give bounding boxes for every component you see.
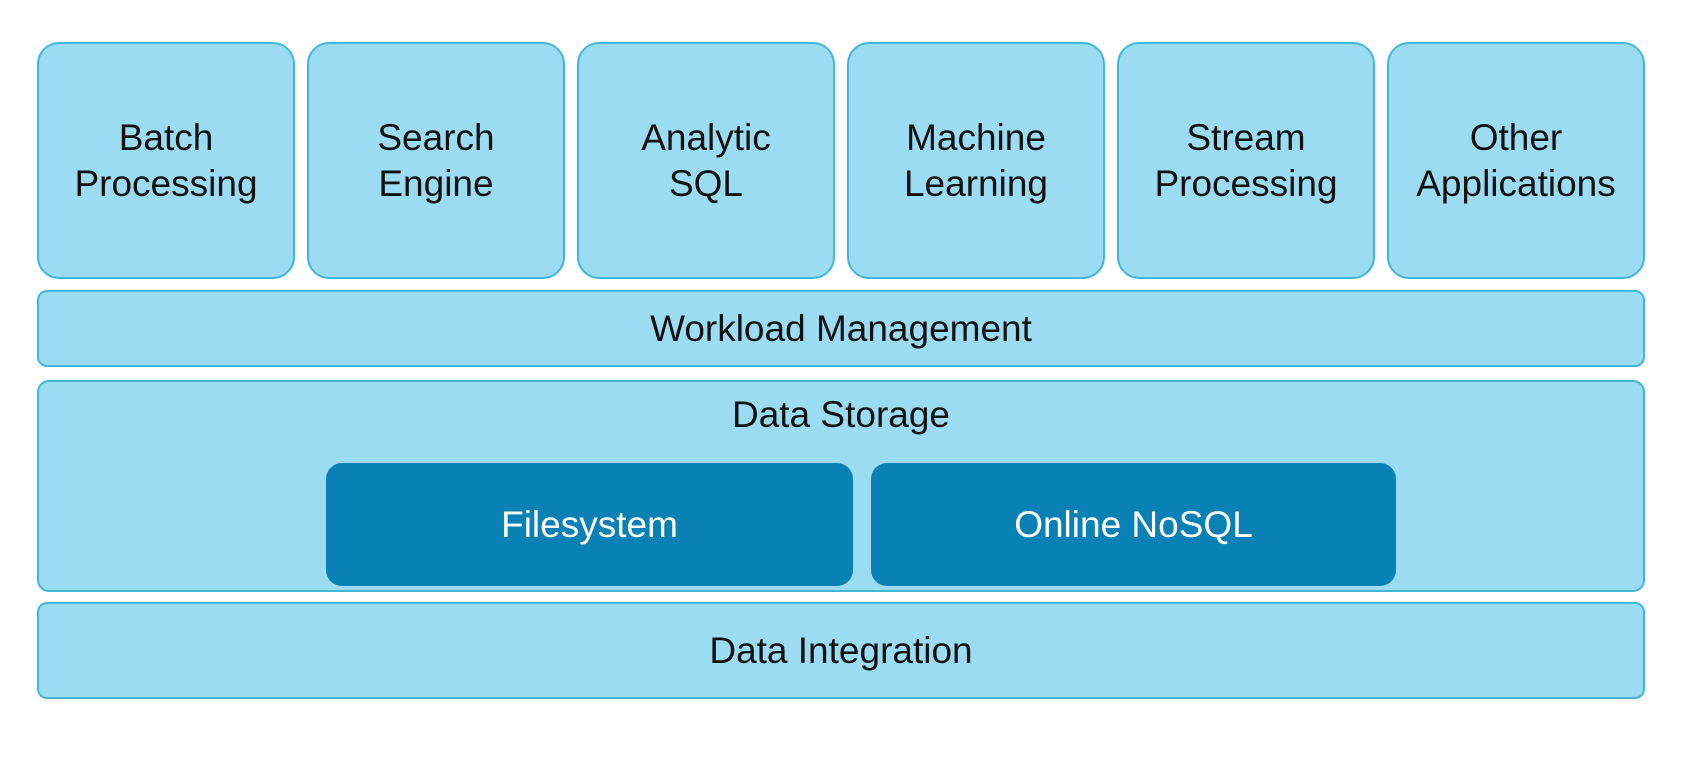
- layer-workload-management-label: Workload Management: [650, 307, 1032, 349]
- layer-data-integration-label: Data Integration: [709, 629, 973, 671]
- application-layer-row: Batch Processing Search Engine Analytic …: [37, 42, 1645, 279]
- layer-data-storage-label: Data Storage: [731, 394, 951, 435]
- app-box-label: Search Engine: [377, 117, 495, 204]
- app-box-label: Batch Processing: [74, 117, 258, 204]
- storage-box-online-nosql-label: Online NoSQL: [1014, 503, 1253, 545]
- layer-data-storage[interactable]: Data Storage Filesystem Online NoSQL: [37, 380, 1645, 592]
- layer-workload-management[interactable]: Workload Management: [37, 290, 1645, 367]
- storage-box-filesystem-label: Filesystem: [501, 503, 678, 545]
- app-box-label: Other Applications: [1416, 117, 1616, 204]
- app-box-other-applications[interactable]: Other Applications: [1387, 42, 1645, 279]
- storage-box-filesystem[interactable]: Filesystem: [326, 463, 853, 586]
- app-box-label: Analytic SQL: [641, 117, 771, 204]
- app-box-machine-learning[interactable]: Machine Learning: [847, 42, 1105, 279]
- layer-data-integration[interactable]: Data Integration: [37, 602, 1645, 699]
- app-box-stream-processing[interactable]: Stream Processing: [1117, 42, 1375, 279]
- app-box-analytic-sql[interactable]: Analytic SQL: [577, 42, 835, 279]
- app-box-batch-processing[interactable]: Batch Processing: [37, 42, 295, 279]
- storage-box-online-nosql[interactable]: Online NoSQL: [871, 463, 1396, 586]
- app-box-search-engine[interactable]: Search Engine: [307, 42, 565, 279]
- app-box-label: Machine Learning: [903, 117, 1048, 204]
- app-box-label: Stream Processing: [1154, 117, 1338, 204]
